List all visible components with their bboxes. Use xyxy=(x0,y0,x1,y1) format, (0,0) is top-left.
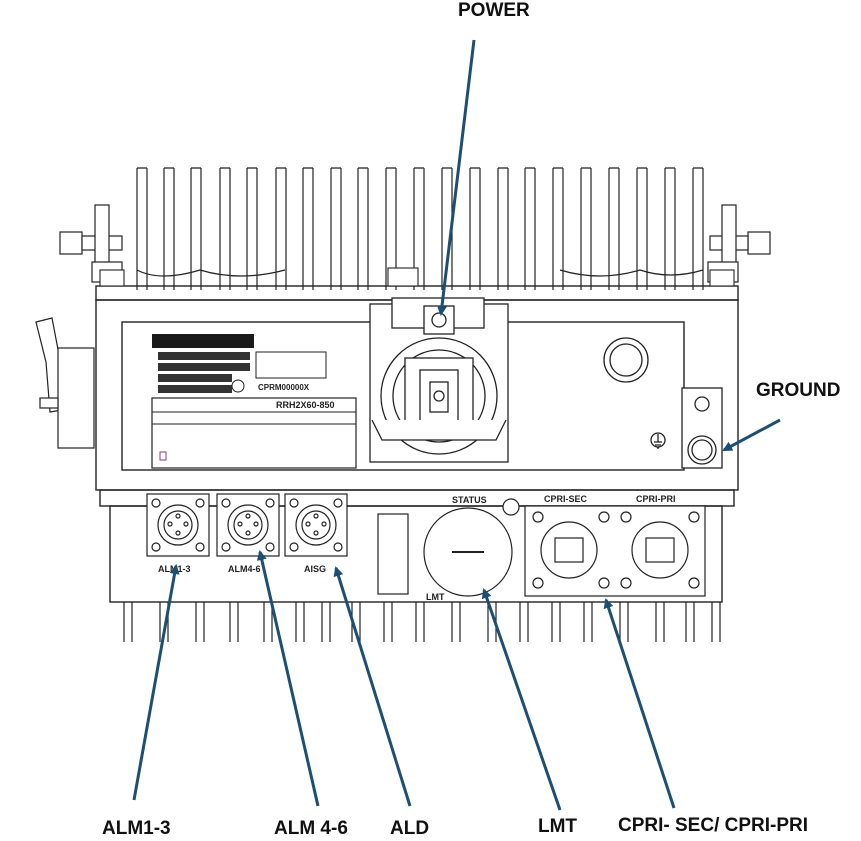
lmt-port xyxy=(378,499,519,596)
ald-arrow xyxy=(336,568,410,806)
cpri-ports xyxy=(525,506,705,596)
power-arrow xyxy=(441,40,474,314)
ground-callout: GROUND xyxy=(756,380,840,402)
aisg-port-label: AISG xyxy=(304,564,326,574)
lmt-callout: LMT xyxy=(538,816,577,838)
alm4-6-callout: ALM 4-6 xyxy=(274,818,348,840)
model-label: RRH2X60-850 xyxy=(276,400,335,410)
cpri-sec-port-label: CPRI-SEC xyxy=(544,494,588,504)
status-label: STATUS xyxy=(452,495,487,505)
ground-arrow xyxy=(724,420,780,450)
product-label: CPRM00000X RRH2X60-850 xyxy=(152,334,356,468)
cpri-pri-port-label: CPRI-PRI xyxy=(636,494,676,504)
lmt-port-label: LMT xyxy=(426,592,445,602)
bottom-heatsink-fins xyxy=(124,602,720,642)
alm4-6-port-label: ALM4-6 xyxy=(228,564,261,574)
top-heatsink-fins xyxy=(137,168,703,290)
alm1-3-connector xyxy=(147,494,209,556)
aisg-connector xyxy=(285,494,347,556)
cpri-callout: CPRI- SEC/ CPRI-PRI xyxy=(618,815,808,837)
alm1-3-callout: ALM1-3 xyxy=(102,818,171,840)
lmt-arrow xyxy=(484,590,560,810)
alm4-6-connector xyxy=(217,494,279,556)
ground-terminal xyxy=(604,338,722,468)
power-connector xyxy=(370,298,508,462)
left-handle xyxy=(36,318,94,448)
alm1-3-arrow xyxy=(134,566,176,800)
ald-callout: ALD xyxy=(390,818,429,840)
power-callout: POWER xyxy=(458,0,530,22)
serial-label: CPRM00000X xyxy=(258,383,310,392)
alm4-6-arrow xyxy=(260,552,318,806)
